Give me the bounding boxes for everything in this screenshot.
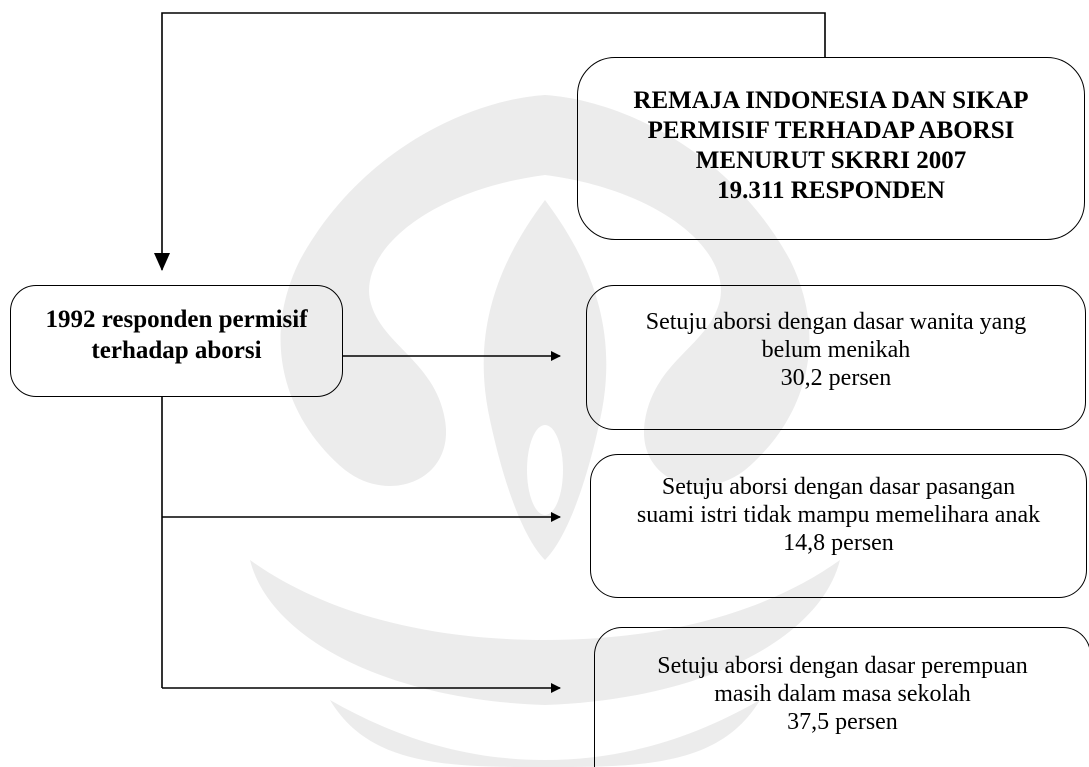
option-percent: 37,5 persen xyxy=(787,709,898,735)
main-topic-line: REMAJA INDONESIA DAN SIKAP xyxy=(633,87,1029,114)
option-percent: 30,2 persen xyxy=(780,365,892,391)
option-line: belum menikah xyxy=(761,337,911,363)
option-line: suami istri tidak mampu memelihara anak xyxy=(636,502,1041,528)
permisif-line: 1992 responden permisif xyxy=(45,306,308,333)
main-topic-line: PERMISIF TERHADAP ABORSI xyxy=(647,117,1015,144)
option-box-school-age-women: Setuju aborsi dengan dasar perempuan mas… xyxy=(594,627,1089,767)
option-percent: 14,8 persen xyxy=(783,530,894,556)
option-line: Setuju aborsi dengan dasar pasangan xyxy=(661,474,1016,500)
option-box-unmarried-women: Setuju aborsi dengan dasar wanita yang b… xyxy=(586,285,1086,430)
main-topic-line: MENURUT SKRRI 2007 xyxy=(695,147,967,174)
permisif-respondents-box: 1992 responden permisif terhadap aborsi xyxy=(10,285,343,397)
option-line: Setuju aborsi dengan dasar perempuan xyxy=(657,653,1028,679)
main-topic-line: 19.311 RESPONDEN xyxy=(717,177,945,204)
permisif-line: terhadap aborsi xyxy=(91,337,262,364)
connector-main-to-permisif xyxy=(154,12,826,271)
option-line: masih dalam masa sekolah xyxy=(714,681,971,707)
main-topic-box: REMAJA INDONESIA DAN SIKAP PERMISIF TERH… xyxy=(577,57,1085,240)
option-box-couple-unable: Setuju aborsi dengan dasar pasangan suam… xyxy=(590,454,1087,598)
option-line: Setuju aborsi dengan dasar wanita yang xyxy=(645,309,1027,335)
